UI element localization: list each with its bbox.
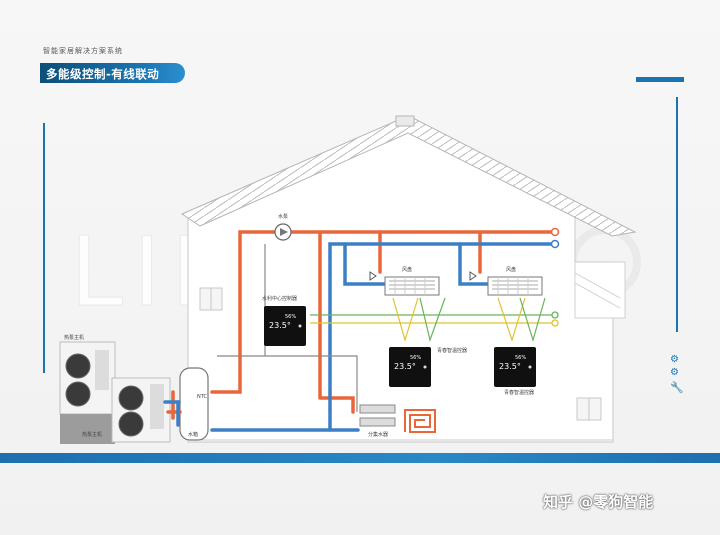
wrench-icon: 🔧 xyxy=(670,381,684,394)
gear-icon: ⚙ xyxy=(670,367,679,378)
room2-humidity-readout: 56% xyxy=(515,355,526,361)
page-title: 多能级控制-有线联动 xyxy=(46,67,160,81)
fan-coil-unit xyxy=(487,276,543,296)
cold-water-pipes xyxy=(163,242,555,432)
right-accent-line xyxy=(676,97,678,332)
manifold-label: 分集水器 xyxy=(368,431,388,438)
ntc-label: NTC xyxy=(197,394,208,400)
left-accent-line xyxy=(43,123,45,373)
water-center-controller-panel: 23.5° 56% xyxy=(264,306,306,346)
room1-temp-readout: 23.5° xyxy=(394,362,416,371)
fan-coil-label: 风盘 xyxy=(506,266,516,273)
tank-label: 水箱 xyxy=(188,431,198,438)
watermark: 知乎 @零狗智能 xyxy=(543,493,654,511)
title-banner xyxy=(40,63,185,83)
right-accent-bar xyxy=(636,77,684,82)
manifold xyxy=(359,404,396,427)
main-humidity-readout: 56% xyxy=(285,314,296,320)
room-controller-label: 青春智温控器 xyxy=(437,347,467,354)
heat-pump-label: 热泵主机 xyxy=(82,431,102,438)
pump-label: 水泵 xyxy=(278,213,288,220)
circulation-pump xyxy=(274,223,292,241)
room2-temp-readout: 23.5° xyxy=(499,362,521,371)
fan-coil-unit xyxy=(384,276,440,296)
room-controller-panel: 23.5° 56% xyxy=(494,347,536,387)
valve xyxy=(369,271,477,281)
water-controller-label: 水利中心控制器 xyxy=(262,295,297,302)
signal-wires xyxy=(217,244,555,412)
outdoor-units xyxy=(59,341,171,444)
bottom-band xyxy=(0,453,720,463)
page-subtitle: 智能家居解决方案系统 xyxy=(43,47,123,55)
water-tank xyxy=(179,367,209,441)
floor-heating-loop xyxy=(404,409,436,433)
room-controller-panel: 23.5° 56% xyxy=(389,347,431,387)
room-controller-label: 青春智温控器 xyxy=(504,389,534,396)
fan-coil-label: 风盘 xyxy=(402,266,412,273)
main-temp-readout: 23.5° xyxy=(269,321,291,330)
room1-humidity-readout: 56% xyxy=(410,355,421,361)
gear-icon: ⚙ xyxy=(670,354,679,365)
heat-pump-label: 热泵主机 xyxy=(64,334,84,341)
